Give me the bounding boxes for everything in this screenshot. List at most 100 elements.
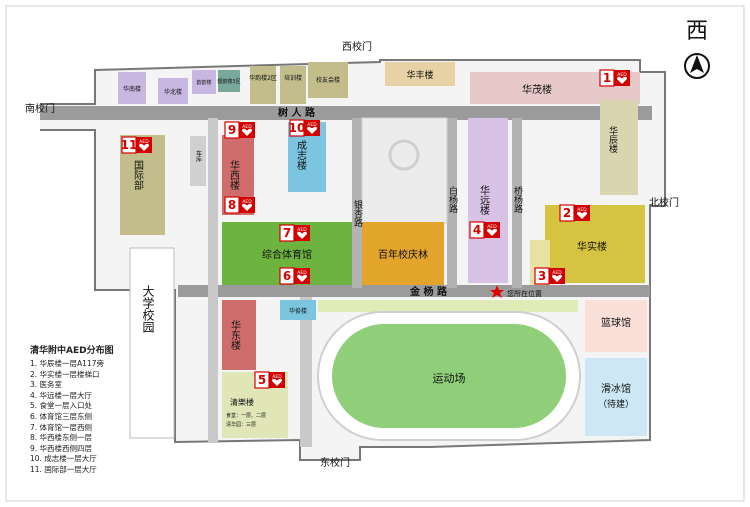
label-peixun: 培训楼 xyxy=(284,74,302,82)
legend-item: 2. 华实楼一层楼梯口 xyxy=(30,369,100,379)
aed-heart-icon xyxy=(307,126,317,134)
label-huabing-note: （待建） xyxy=(598,398,634,410)
aed-label: AED xyxy=(552,270,562,276)
aed-marker-7: 7 AED xyxy=(279,224,310,242)
aed-number: 2 xyxy=(563,206,571,220)
aed-marker-4: 4 AED xyxy=(469,221,500,239)
aed-label: AED xyxy=(307,122,317,128)
legend-item: 7. 体育馆一层西侧 xyxy=(30,422,93,432)
aed-heart-icon xyxy=(577,211,587,219)
legend-item: 5. 食堂一层入口处 xyxy=(30,401,93,411)
bldg-huajun xyxy=(280,300,316,320)
current-location-star xyxy=(490,285,504,298)
aed-label: AED xyxy=(242,199,252,205)
label-guoji: 国际部 xyxy=(132,160,144,191)
legend-item: 11. 国际部一层大厅 xyxy=(30,464,97,474)
bldg-peixun xyxy=(280,66,306,104)
aed-number: 1 xyxy=(603,71,611,85)
label-zonghe: 综合体育馆 xyxy=(262,248,312,261)
road-qiaoyang xyxy=(512,118,522,288)
aed-heart-icon xyxy=(242,203,252,211)
road-jinhang xyxy=(178,285,650,297)
gate-north: 北校门 xyxy=(649,196,679,209)
label-huanan: 华南楼 xyxy=(123,85,141,93)
legend-item: 10. 成志楼一层大厅 xyxy=(30,454,97,464)
legend-item: 8. 华西楼东侧一层 xyxy=(30,433,93,443)
road-yinxing-label: 银杏路 xyxy=(352,199,363,228)
gate-south: 南校门 xyxy=(25,102,55,115)
label-huabing: 滑冰馆 xyxy=(601,382,631,395)
legend-title: 清华附中AED分布图 xyxy=(30,346,114,356)
aed-number: 4 xyxy=(473,223,481,237)
aed-heart-icon xyxy=(242,128,252,136)
label-lanqiu: 篮球馆 xyxy=(601,316,631,329)
label-huamao: 华茂楼 xyxy=(522,83,552,96)
bldg-huafeng xyxy=(385,62,455,86)
aed-label: AED xyxy=(272,374,282,380)
road-shuren xyxy=(40,106,652,120)
aed-number: 10 xyxy=(289,121,306,135)
label-huachen: 华辰楼 xyxy=(607,125,618,154)
compass-icon xyxy=(684,53,710,79)
label-yundong: 运动场 xyxy=(433,371,466,385)
aed-heart-icon xyxy=(297,274,307,282)
legend-item: 1. 华辰楼一层A117旁 xyxy=(30,359,104,368)
road-jinhang-label: 金 杨 路 xyxy=(409,285,448,298)
label-shaozhu: 韶韵楼3区 xyxy=(217,78,240,85)
bldg-xiaoyou xyxy=(308,62,348,98)
road-qiaoyang-label: 桥杨路 xyxy=(512,185,523,214)
label-huashi: 华实楼 xyxy=(577,240,607,253)
aed-number: 6 xyxy=(283,269,291,283)
label-bainian: 百年校庆林 xyxy=(378,248,428,261)
legend-item: 6. 体育馆三层东侧 xyxy=(30,411,93,421)
label-huajun: 华俊楼 xyxy=(289,307,307,315)
label-huayuan: 华远楼 xyxy=(478,184,490,216)
bldg-shaozhu xyxy=(218,70,240,92)
road-baiyang-label: 白杨路 xyxy=(447,185,458,214)
label-qingyuan: 清樂楼 xyxy=(230,397,254,407)
aed-number: 5 xyxy=(258,373,266,387)
aed-heart-icon xyxy=(487,228,497,236)
legend-item: 3. 医务室 xyxy=(30,380,63,390)
field xyxy=(332,324,566,428)
bldg-bainian xyxy=(362,222,444,285)
label-yunyun: 韵韵楼 xyxy=(196,79,211,86)
aed-number: 7 xyxy=(283,226,291,240)
bldg-huachen xyxy=(600,100,638,195)
legend-item: 4. 华远楼一层大厅 xyxy=(30,390,93,400)
aed-label: AED xyxy=(139,139,149,145)
road-east-lane xyxy=(300,297,312,447)
label-cheku: 车库 xyxy=(195,149,202,163)
aed-label: AED xyxy=(487,224,497,230)
gate-east: 东校门 xyxy=(320,456,350,469)
aed-heart-icon xyxy=(617,76,627,84)
gate-west: 西校门 xyxy=(342,40,372,53)
bldg-daxue xyxy=(129,247,175,439)
label-huaxi: 华西楼 xyxy=(228,159,240,191)
road-baiyang xyxy=(447,118,457,288)
aed-number: 9 xyxy=(228,123,236,137)
aed-label: AED xyxy=(297,227,307,233)
label-qingyuan-note1: 食堂：一层、二层 xyxy=(226,412,266,419)
legend-item: 9. 华西楼西侧四层 xyxy=(30,443,93,453)
label-huayun2: 华韵楼2区 xyxy=(249,74,277,82)
label-huabei: 华北楼 xyxy=(164,88,182,96)
label-daxue: 大学校园 xyxy=(141,285,155,334)
fountain xyxy=(388,139,420,171)
courtyard xyxy=(361,117,448,224)
label-xiaoyou: 校友会楼 xyxy=(316,76,340,84)
label-current: 您所在位置 xyxy=(507,289,542,298)
bldg-cheku xyxy=(190,136,206,186)
label-qingyuan-note2: 清华园：三层 xyxy=(226,421,256,428)
bldg-yunyun xyxy=(192,70,216,94)
bldg-huabing xyxy=(585,358,647,436)
aed-heart-icon xyxy=(139,143,149,151)
aed-heart-icon xyxy=(552,274,562,282)
